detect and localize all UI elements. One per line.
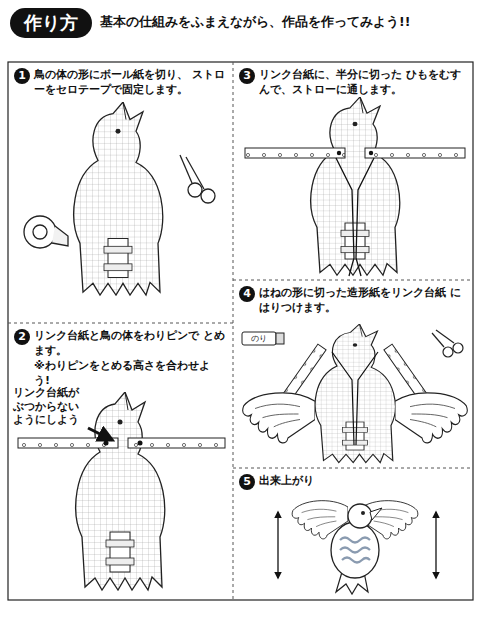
callout-number: 2 [14,329,30,345]
step-instruction: リンク台紙に、半分に切った ひもをむすんで、ストローに通します。 [259,68,465,98]
step-text: はねの形に切った造形紙をリンク台紙 にはりつけます。 [259,286,465,316]
step-text: 鳥の体の形にボール紙を切り、 ストローをセロテープで固定します。 [34,68,225,98]
step-panel: 4はねの形に切った造形紙をリンク台紙 にはりつけます。 [233,280,473,468]
callout-note: リンク台紙が ぶつからない ようにしよう [13,386,85,427]
step-note: ※わりピンをとめる高さを合わせよう! [34,359,225,389]
step-panel: 3リンク台紙に、半分に切った ひもをむすんで、ストローに通します。 [233,62,473,280]
callout-number: 3 [239,68,255,84]
step-instruction: 出来上がり [259,474,465,489]
step-text: 出来上がり [259,474,465,489]
header-note: 基本の仕組みをふまえながら、作品を作ってみよう!! [100,14,410,31]
callout-number: 4 [239,286,255,302]
title-pill: 作り方 [10,8,92,38]
step-panel: 1鳥の体の形にボール紙を切り、 ストローをセロテープで固定します。 [8,62,233,323]
step-instruction: リンク台紙と鳥の体をわりピンで とめます。 [34,329,225,359]
callout-number: 5 [239,474,255,490]
step-panel: 2リンク台紙と鳥の体をわりピンで とめます。※わりピンをとめる高さを合わせよう! [8,323,233,600]
step-text: リンク台紙と鳥の体をわりピンで とめます。※わりピンをとめる高さを合わせよう! [34,329,225,388]
step-text: リンク台紙に、半分に切った ひもをむすんで、ストローに通します。 [259,68,465,98]
step-instruction: はねの形に切った造形紙をリンク台紙 にはりつけます。 [259,286,465,316]
step-instruction: 鳥の体の形にボール紙を切り、 ストローをセロテープで固定します。 [34,68,225,98]
glue-label: のり [251,335,267,343]
step-panel: 5 出来上がり [233,468,473,600]
callout-number: 1 [14,68,30,84]
